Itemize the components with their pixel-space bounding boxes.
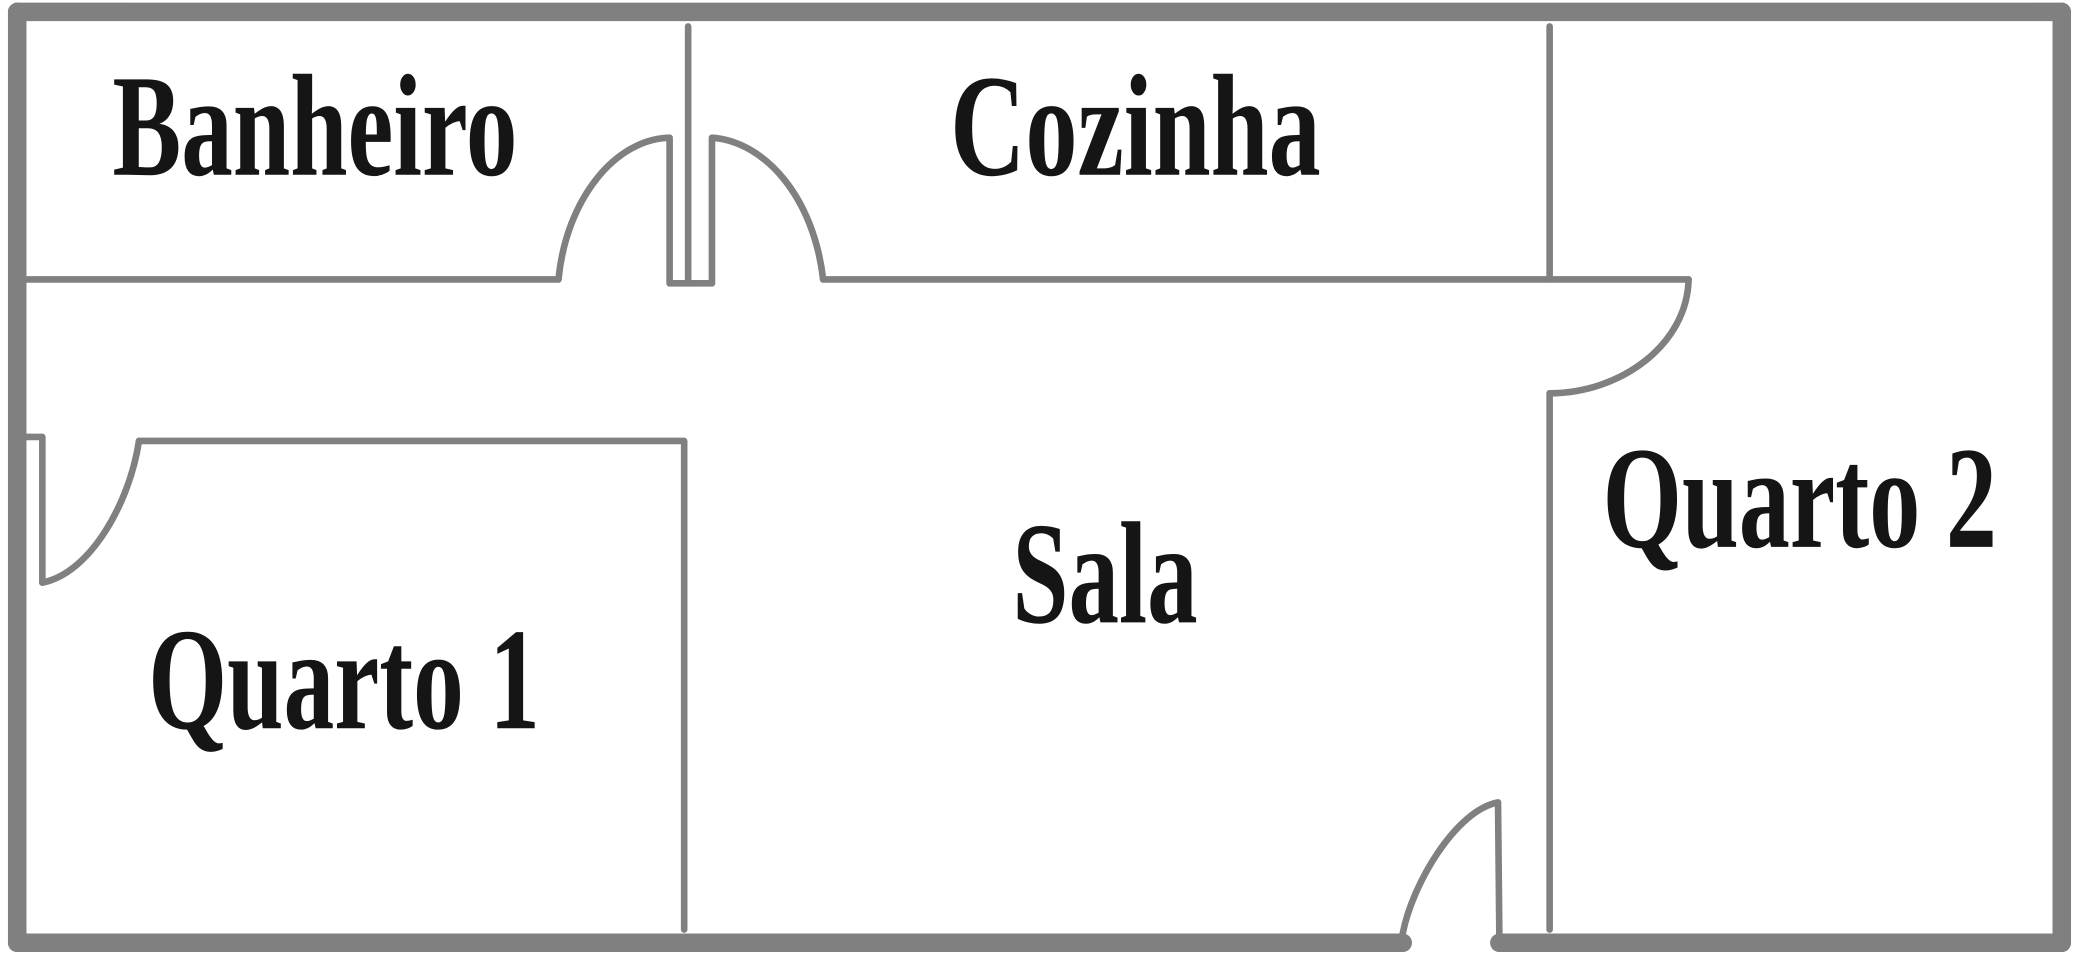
room-label-banheiro: Banheiro (112, 46, 517, 207)
door-cozinha (684, 134, 827, 287)
room-label-cozinha: Cozinha (950, 46, 1321, 207)
interior-walls (23, 23, 1692, 933)
outer-walls (7, 2, 2072, 953)
door-quarto2 (1546, 276, 1692, 397)
room-label-quarto2: Quarto 2 (1603, 418, 1997, 579)
door-banheiro (555, 134, 692, 287)
wall-quarto1-jamb (23, 433, 46, 586)
room-labels: Banheiro Cozinha Sala Quarto 1 Quarto 2 (112, 46, 1996, 761)
room-label-sala: Sala (1012, 493, 1197, 654)
room-label-quarto1: Quarto 1 (148, 599, 540, 760)
door-entrance (1399, 799, 1503, 940)
wall-quarto1-top-right (135, 437, 688, 933)
door-quarto1 (39, 437, 143, 586)
doors (39, 134, 1692, 940)
